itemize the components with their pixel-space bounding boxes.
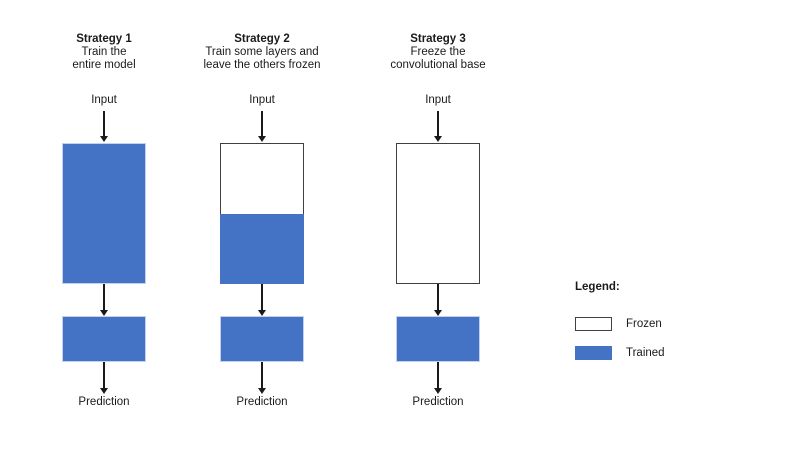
arrow-head <box>100 136 108 142</box>
input-label: Input <box>91 94 117 106</box>
arrow-head <box>100 310 108 316</box>
classifier-box <box>220 316 304 362</box>
arrow-down-icon <box>434 362 442 394</box>
strategy-subtitle-line-1: Freeze the <box>410 46 466 58</box>
conv-base-box-partially-frozen <box>220 143 304 284</box>
arrow-shaft <box>437 362 439 389</box>
arrow-head <box>434 136 442 142</box>
input-label: Input <box>249 94 275 106</box>
legend-title: Legend: <box>575 281 620 293</box>
arrow-head <box>434 388 442 394</box>
strategy-title: Strategy 3 <box>410 33 466 45</box>
frozen-layers-section <box>221 144 303 214</box>
arrow-down-icon <box>100 284 108 316</box>
strategy-title: Strategy 1 <box>76 33 132 45</box>
strategy-column-2: Strategy 2 Train some layers and leave t… <box>182 33 342 409</box>
arrow-head <box>100 388 108 394</box>
strategy-subtitle-line-2: convolutional base <box>390 59 486 71</box>
arrow-shaft <box>437 284 439 311</box>
arrow-shaft <box>261 362 263 389</box>
conv-base-box-frozen <box>396 143 480 284</box>
arrow-head <box>434 310 442 316</box>
prediction-label: Prediction <box>412 396 464 408</box>
trained-swatch <box>575 346 612 360</box>
strategy-column-1: Strategy 1 Train the entire model Input … <box>24 33 184 409</box>
arrow-down-icon <box>434 111 442 142</box>
legend-item-frozen: Frozen <box>575 317 665 331</box>
arrow-head <box>258 388 266 394</box>
prediction-label: Prediction <box>236 396 288 408</box>
arrow-down-icon <box>100 362 108 394</box>
arrow-shaft <box>261 111 263 137</box>
frozen-swatch <box>575 317 612 331</box>
legend-label: Frozen <box>626 318 662 330</box>
arrow-shaft <box>437 111 439 137</box>
arrow-down-icon <box>100 111 108 142</box>
legend: Legend: Frozen Trained <box>575 281 665 360</box>
trained-layers-section <box>220 214 304 284</box>
arrow-down-icon <box>258 111 266 142</box>
strategy-title: Strategy 2 <box>234 33 290 45</box>
legend-item-trained: Trained <box>575 346 665 360</box>
arrow-shaft <box>103 111 105 137</box>
conv-base-box-trained <box>62 143 146 284</box>
strategy-subtitle-line-2: leave the others frozen <box>203 59 321 71</box>
arrow-shaft <box>103 284 105 311</box>
classifier-box <box>396 316 480 362</box>
arrow-down-icon <box>258 362 266 394</box>
arrow-head <box>258 136 266 142</box>
arrow-shaft <box>103 362 105 389</box>
arrow-down-icon <box>434 284 442 316</box>
strategy-column-3: Strategy 3 Freeze the convolutional base… <box>358 33 518 409</box>
legend-label: Trained <box>626 347 665 359</box>
arrow-down-icon <box>258 284 266 316</box>
arrow-head <box>258 310 266 316</box>
arrow-shaft <box>261 284 263 311</box>
classifier-box <box>62 316 146 362</box>
strategy-subtitle-line-1: Train some layers and <box>205 46 319 58</box>
strategy-subtitle-line-1: Train the <box>81 46 127 58</box>
input-label: Input <box>425 94 451 106</box>
prediction-label: Prediction <box>78 396 130 408</box>
strategy-subtitle-line-2: entire model <box>72 59 136 71</box>
